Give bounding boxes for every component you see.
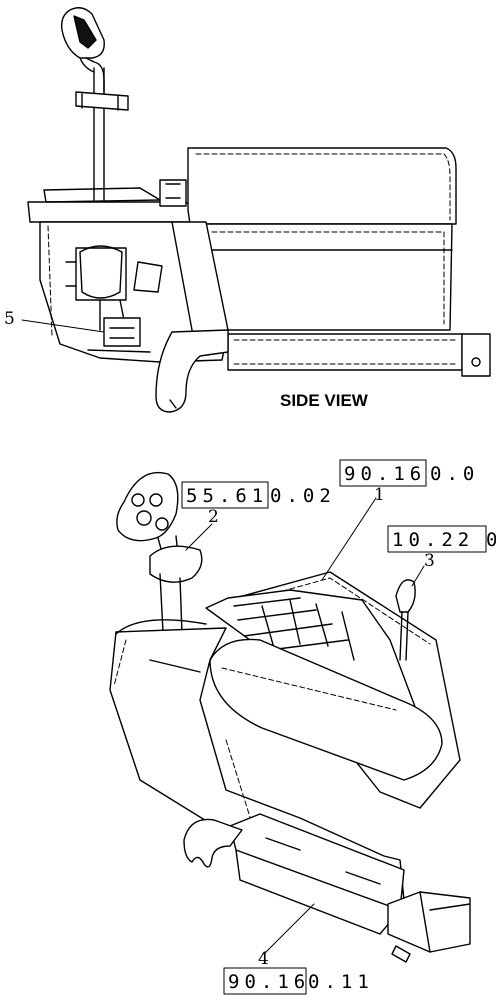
perspective-view-drawing: [109, 471, 471, 963]
leader-4: [263, 903, 315, 955]
ref-box-item2: [181, 481, 269, 509]
side-view-label: SIDE VIEW: [280, 391, 369, 410]
callout-2: 2: [208, 507, 219, 527]
callout-1: 1: [374, 485, 385, 505]
callout-3: 3: [424, 551, 435, 571]
ref-item3-rest: 0: [486, 529, 496, 551]
leader-5: [21, 319, 105, 333]
ref-item2-rest: 0.02: [270, 485, 336, 507]
leader-1: [321, 497, 377, 581]
ref-top-right-rest: 0.0: [430, 463, 479, 485]
ref-box-top-right: [339, 459, 427, 487]
leader-2: [185, 523, 213, 551]
ref-top-right-boxed: 90.16: [344, 463, 426, 485]
ref-bottom-boxed: 90.16: [228, 971, 310, 993]
reference-boxes: [181, 459, 487, 995]
callout-4: 4: [258, 949, 269, 969]
callout-5: 5: [4, 309, 15, 329]
side-view-drawing: [27, 7, 491, 413]
ref-item2-boxed: 55.61: [186, 485, 268, 507]
ref-box-item3: [387, 525, 487, 553]
ref-bottom-rest: 0.11: [308, 971, 374, 993]
leader-lines: [21, 319, 425, 955]
ref-item3-boxed: 10.22: [392, 529, 474, 551]
ref-box-bottom: [223, 967, 307, 995]
leader-3: [411, 565, 425, 587]
